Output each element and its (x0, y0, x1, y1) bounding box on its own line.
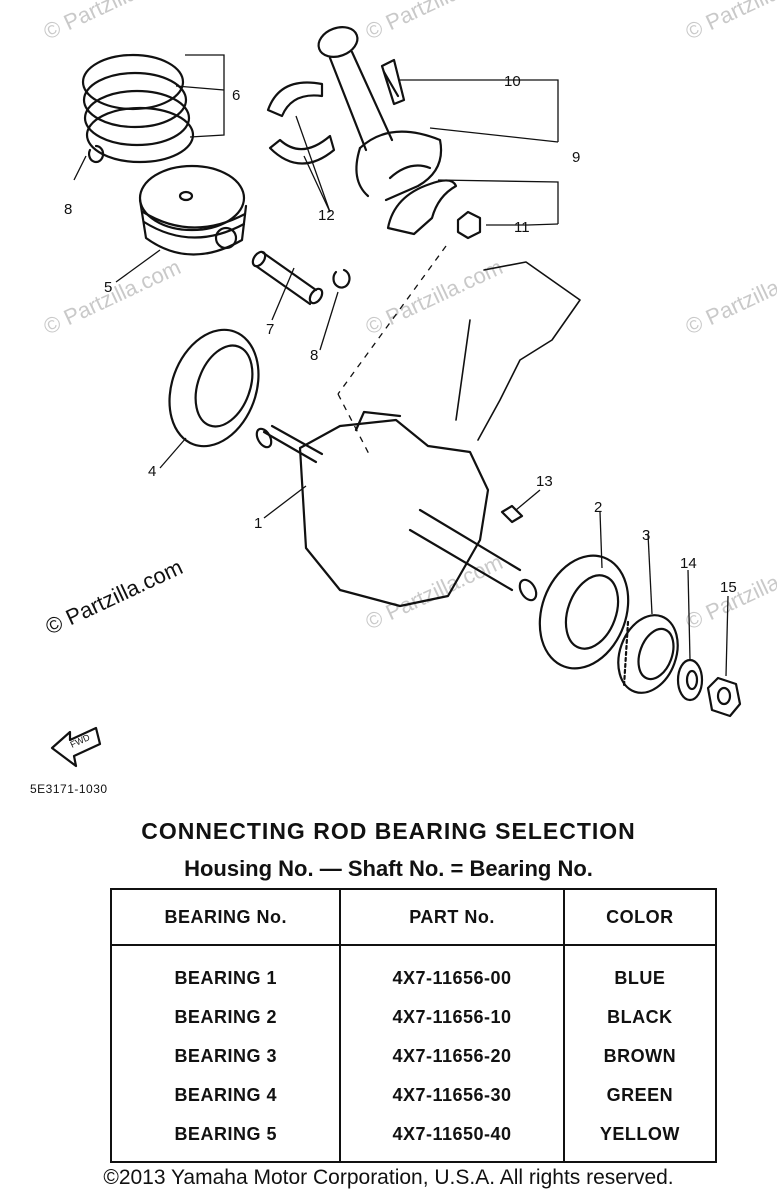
callout-13: 13 (536, 473, 553, 490)
part-number: 4X7-11656-30 (340, 1076, 565, 1115)
watermark: © Partzilla.com (682, 0, 777, 45)
callout-4: 4 (148, 463, 156, 480)
table-row: BEARING 5 4X7-11650-40 YELLOW (111, 1115, 716, 1162)
watermark: © Partzilla.com (362, 254, 507, 339)
drive-gear (617, 614, 679, 694)
callout-7: 7 (266, 321, 274, 338)
part-number: 4X7-11650-40 (340, 1115, 565, 1162)
circlip (87, 144, 105, 164)
callout-10: 10 (504, 73, 521, 90)
main-bearing-left (168, 328, 260, 448)
rod-bolt (380, 58, 406, 106)
callout-5: 5 (104, 279, 112, 296)
watermarks: © Partzilla.com © Partzilla.com © Partzi… (40, 0, 777, 640)
table-row: BEARING 3 4X7-11656-20 BROWN (111, 1037, 716, 1076)
woodruff-key (500, 504, 524, 524)
leader-lines (73, 54, 729, 677)
fwd-label: FWD (69, 732, 92, 750)
watermark: © Partzilla.com (362, 549, 507, 634)
washer (676, 658, 704, 702)
part-number: 4X7-11656-10 (340, 998, 565, 1037)
header-part-no: PART No. (340, 889, 565, 946)
table-header-row: BEARING No. PART No. COLOR (111, 889, 716, 946)
crankshaft (255, 410, 538, 608)
fwd-arrow-icon (50, 726, 102, 768)
copyright-notice: ©2013 Yamaha Motor Corporation, U.S.A. A… (103, 1166, 674, 1189)
callout-11: 11 (514, 219, 530, 236)
rod-cap (386, 179, 458, 236)
bearing-color: GREEN (606, 1085, 674, 1105)
watermark: © Partzilla.com (40, 254, 185, 339)
rod-nut (456, 210, 482, 240)
table-row: BEARING 1 4X7-11656-00 BLUE (111, 945, 716, 998)
watermark: © Partzilla.com (682, 254, 777, 339)
callout-8-lower: 8 (310, 347, 318, 364)
callout-9: 9 (572, 149, 580, 166)
diagram-reference-code: 5E3171-1030 (30, 782, 108, 796)
table-row: BEARING 4 4X7-11656-30 GREEN (111, 1076, 716, 1115)
bearing-name: BEARING 4 (111, 1076, 342, 1115)
callout-3: 3 (642, 527, 650, 544)
callout-14: 14 (680, 555, 697, 572)
crank-outline (477, 261, 581, 441)
callout-8: 8 (64, 201, 72, 218)
main-bearing-right (538, 554, 630, 670)
header-bearing-no: BEARING No. (111, 889, 342, 946)
header-color: COLOR (563, 889, 716, 946)
crank-nut (706, 676, 742, 718)
bearing-name: BEARING 2 (111, 998, 342, 1037)
bearing-shells (266, 81, 336, 165)
callout-15: 15 (720, 579, 737, 596)
bearing-color: BLACK (607, 1007, 673, 1027)
bearing-name: BEARING 3 (111, 1037, 342, 1076)
watermark: © Partzilla.com (40, 0, 185, 45)
bearing-name: BEARING 1 (111, 945, 342, 998)
table-row: BEARING 2 4X7-11656-10 BLACK (111, 998, 716, 1037)
part-number: 4X7-11656-20 (340, 1037, 565, 1076)
selection-title: CONNECTING ROD BEARING SELECTION (141, 818, 636, 844)
circlip-lower (332, 268, 351, 289)
watermark: © Partzilla.com (362, 0, 507, 45)
piston (138, 164, 248, 256)
bearing-name: BEARING 5 (111, 1115, 342, 1162)
callout-12: 12 (318, 207, 335, 224)
connecting-rod (317, 26, 443, 202)
callout-2: 2 (594, 499, 602, 516)
callout-6: 6 (232, 87, 240, 104)
selection-subtitle: Housing No. — Shaft No. = Bearing No. (184, 856, 593, 881)
piston-pin (251, 250, 324, 306)
watermark: © Partzilla.com (42, 554, 187, 639)
callout-1: 1 (254, 515, 262, 532)
exploded-parts-diagram: © Partzilla.com © Partzilla.com © Partzi… (40, 0, 777, 768)
callout-labels: 6 8 5 7 8 12 10 9 11 4 1 13 2 3 14 15 (64, 73, 737, 596)
bearing-color: BROWN (603, 1046, 677, 1066)
bearing-color: YELLOW (599, 1124, 680, 1144)
bearing-color: BLUE (614, 968, 666, 988)
bearing-selection-table: BEARING No. PART No. COLOR BEARING 1 4X7… (110, 888, 717, 1163)
part-number: 4X7-11656-00 (340, 945, 565, 998)
piston-rings (81, 53, 195, 164)
